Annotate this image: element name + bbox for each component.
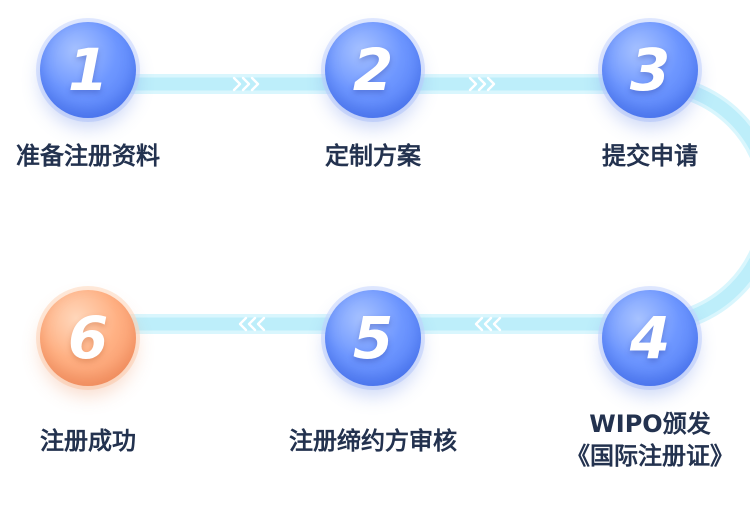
step-5-number: 5 — [352, 304, 394, 372]
chevron-right-triple-icon — [232, 76, 260, 92]
step-4-number: 4 — [629, 304, 671, 372]
step-2-number: 2 — [352, 36, 394, 104]
step-6-label: 注册成功 — [40, 427, 136, 455]
step-5-circle: 5 — [321, 286, 425, 390]
step-4-circle: 4 — [598, 286, 702, 390]
step-6-number: 6 — [67, 304, 109, 372]
step-4-label-line-2: 《国际注册证》 — [566, 442, 734, 470]
step-2-circle: 2 — [321, 18, 425, 122]
step-5-label: 注册缔约方审核 — [289, 427, 457, 455]
step-3-number: 3 — [629, 36, 671, 104]
connector-track — [81, 77, 750, 331]
chevron-left-triple-icon — [474, 316, 502, 332]
step-1-label: 准备注册资料 — [16, 142, 160, 170]
step-6-circle: 6 — [36, 286, 140, 390]
step-4-label-line-1: WIPO颁发 — [589, 410, 711, 438]
step-4-label: WIPO颁发 《国际注册证》 — [566, 408, 734, 472]
chevron-right-triple-icon — [468, 76, 496, 92]
chevron-down-triple-icon — [728, 194, 744, 222]
step-3-circle: 3 — [598, 18, 702, 122]
step-2-label: 定制方案 — [325, 142, 421, 170]
step-1-circle: 1 — [36, 18, 140, 122]
step-1-number: 1 — [67, 36, 109, 104]
chevron-left-triple-icon — [238, 316, 266, 332]
step-3-label: 提交申请 — [602, 142, 698, 170]
